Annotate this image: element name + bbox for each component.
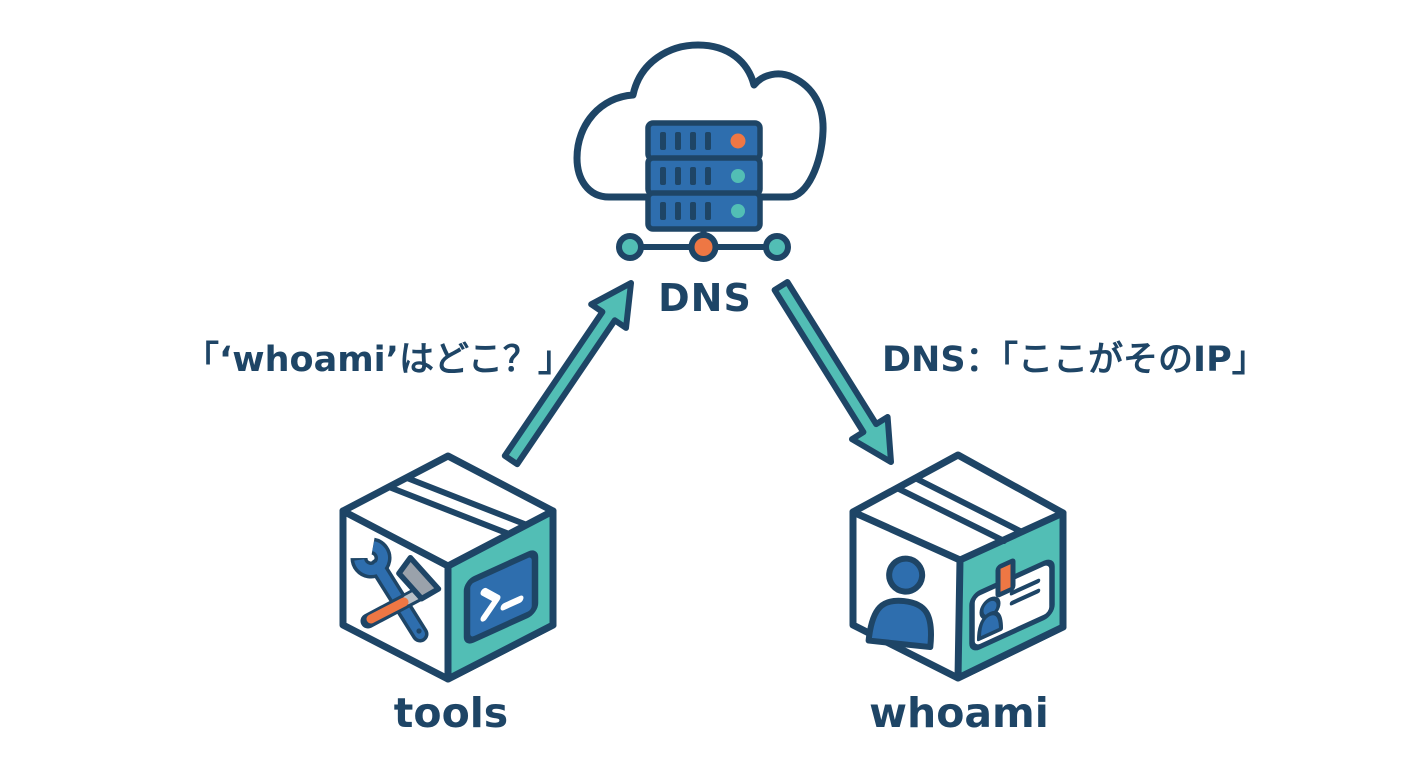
terminal-icon bbox=[463, 550, 539, 644]
response-arrow-icon bbox=[771, 279, 894, 465]
server-vent-bars bbox=[660, 132, 711, 220]
dns-cloud-server-icon bbox=[573, 41, 827, 262]
tools-box-icon bbox=[339, 452, 557, 683]
whoami-box-label: whoami bbox=[869, 689, 1049, 737]
server-led-teal-1 bbox=[731, 169, 745, 183]
dns-label: DNS bbox=[658, 276, 752, 320]
query-arrow-icon bbox=[501, 280, 634, 468]
query-arrow-label: 「‘whoami’はどこ？」 bbox=[184, 340, 573, 380]
server-led-orange bbox=[730, 133, 746, 149]
whoami-box-tape bbox=[894, 475, 1025, 544]
server-rack-icon bbox=[645, 120, 763, 232]
network-node-left bbox=[616, 233, 644, 261]
server-led-teal-2 bbox=[731, 204, 745, 218]
network-node-center bbox=[688, 232, 719, 262]
id-card-clip bbox=[995, 558, 1016, 598]
network-node-right bbox=[763, 233, 791, 261]
tools-box-tape bbox=[386, 475, 530, 537]
person-icon bbox=[865, 555, 934, 651]
whoami-box-icon bbox=[849, 451, 1067, 682]
hammer-icon bbox=[360, 554, 442, 629]
tools-box-label: tools bbox=[393, 689, 509, 737]
id-card-icon bbox=[969, 558, 1055, 651]
tools-box-inner-edge bbox=[339, 507, 452, 570]
whoami-box-inner-edge bbox=[849, 508, 964, 564]
response-arrow-label: DNS：「ここがそのIP」 bbox=[882, 340, 1267, 380]
